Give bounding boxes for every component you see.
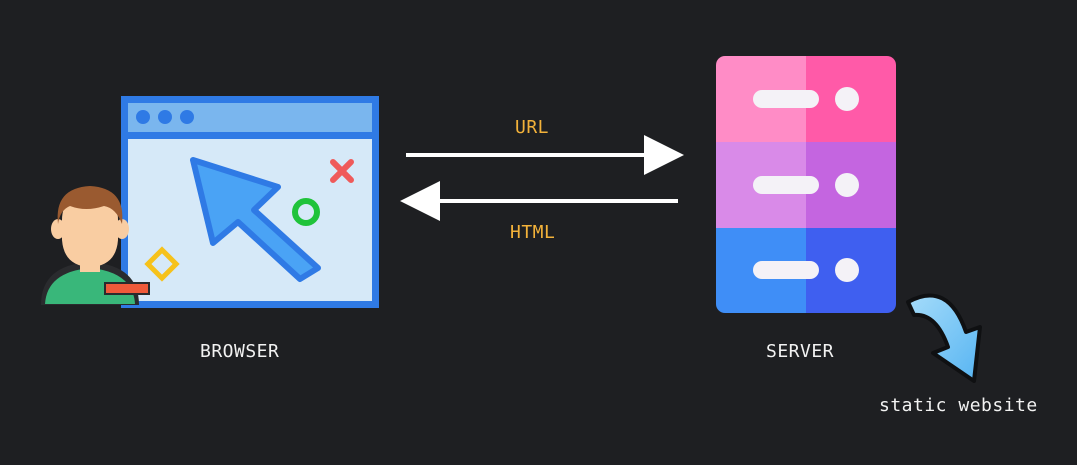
server-label: SERVER [766,341,835,362]
cursor-icon [190,157,321,282]
server-icon [716,56,896,313]
curved-arrow-icon [906,293,982,383]
diamond-icon [144,246,180,282]
static-website-label: static website [879,395,1038,416]
close-x-icon [330,159,354,183]
circle-icon [292,198,320,226]
user-avatar-icon [41,186,150,305]
browser-label: BROWSER [200,341,280,362]
response-label: HTML [510,222,556,243]
request-label: URL [515,117,550,138]
